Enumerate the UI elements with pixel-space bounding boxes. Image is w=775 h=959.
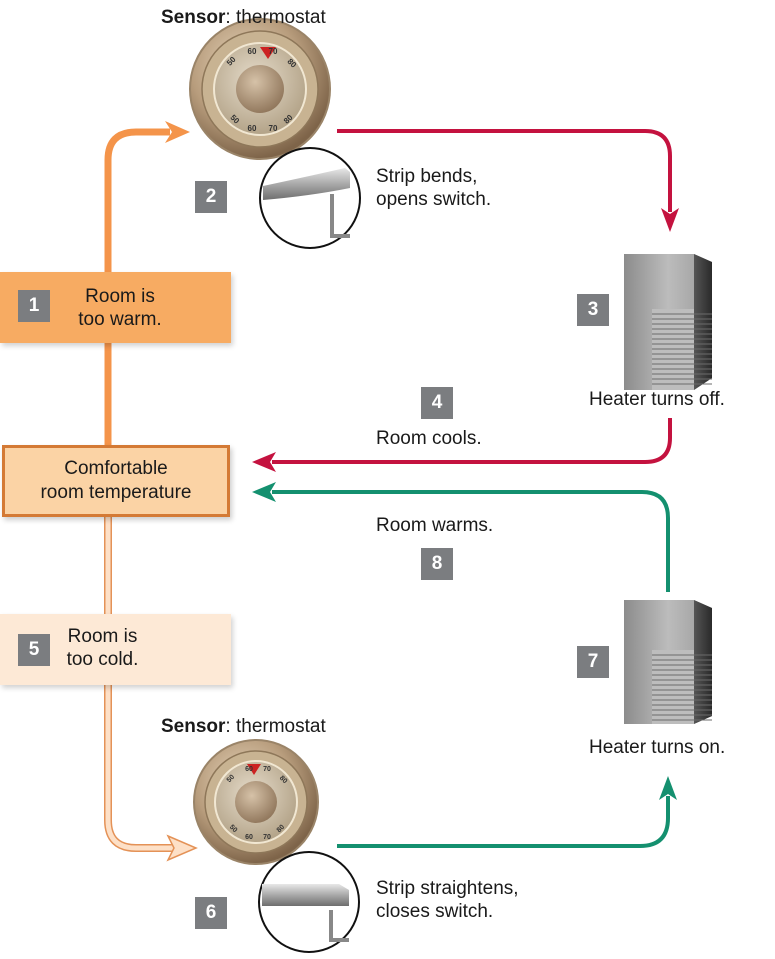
- step-5-line2: too cold.: [66, 649, 139, 670]
- step-4-text: Room cools.: [376, 428, 482, 449]
- dial-tick-bottom-1: 50: [226, 774, 237, 785]
- step-8-badge: 8: [421, 548, 453, 580]
- heater-off-icon: [624, 254, 712, 390]
- thermostat-top-icon: 50 60 70 80 50 60 70 80: [189, 18, 331, 160]
- dial-tick-bottom-3: 70: [263, 766, 271, 773]
- heater-off-path: [252, 129, 679, 472]
- cold-arrow: [104, 517, 198, 862]
- step-6-line1: Strip straightens,: [376, 878, 519, 899]
- sensor-top-label-rest: : thermostat: [225, 7, 326, 28]
- dial-tick-top-2: 60: [248, 47, 257, 56]
- dial-tick-top-3: 70: [269, 47, 278, 56]
- step-5-text: Room is too cold.: [60, 625, 145, 671]
- sensor-top-title: Sensor: thermostat: [161, 7, 326, 29]
- bimetal-strip-straight-icon: [258, 851, 360, 953]
- step-2-line2: opens switch.: [376, 189, 492, 210]
- step-3-text: Heater turns off.: [589, 389, 725, 410]
- heater-on-path: [252, 482, 677, 848]
- step-6-text: Strip straightens, closes switch.: [376, 877, 519, 923]
- warm-arrow: [104, 121, 190, 445]
- step-1-text: Room is too warm.: [60, 285, 180, 331]
- dial-tick-bottom-4: 80: [278, 775, 289, 786]
- step-3-badge: 3: [577, 294, 609, 326]
- dial-tick-bottom-7: 70: [263, 834, 271, 841]
- step-7-text: Heater turns on.: [589, 737, 726, 758]
- comfort-line2: room temperature: [40, 482, 192, 503]
- sensor-bottom-label-rest: : thermostat: [225, 716, 326, 737]
- sensor-bottom-title: Sensor: thermostat: [161, 716, 326, 738]
- comfort-line1: Comfortable: [64, 458, 168, 479]
- step-1-line2: too warm.: [78, 309, 162, 330]
- dial-tick-top-7: 70: [269, 124, 278, 133]
- thermostat-bottom-icon: 50 60 70 80 50 60 70 80: [193, 739, 319, 865]
- step-5-line1: Room is: [67, 626, 138, 647]
- dial-tick-bottom-2: 60: [245, 766, 253, 773]
- step-5-box: 5 Room is too cold.: [0, 614, 231, 685]
- comfortable-temperature-box: Comfortable room temperature: [2, 445, 230, 517]
- step-2-line1: Strip bends,: [376, 166, 478, 187]
- step-2-badge: 2: [195, 181, 227, 213]
- step-1-badge: 1: [18, 290, 50, 322]
- step-1-box: 1 Room is too warm.: [0, 272, 231, 343]
- step-8-text: Room warms.: [376, 515, 494, 536]
- step-5-badge: 5: [18, 634, 50, 666]
- step-6-line2: closes switch.: [376, 901, 494, 922]
- step-1-line1: Room is: [85, 286, 155, 307]
- bimetal-strip-bent-icon: [259, 147, 361, 249]
- step-4-badge: 4: [421, 387, 453, 419]
- heater-on-icon: [624, 600, 712, 724]
- dial-tick-bottom-8: 80: [276, 824, 287, 835]
- step-7-badge: 7: [577, 646, 609, 678]
- dial-tick-bottom-5: 50: [228, 824, 239, 835]
- step-6-badge: 6: [195, 897, 227, 929]
- sensor-top-label-bold: Sensor: [161, 7, 226, 28]
- step-2-text: Strip bends, opens switch.: [376, 165, 491, 211]
- dial-tick-bottom-6: 60: [245, 834, 253, 841]
- sensor-bottom-label-bold: Sensor: [161, 716, 226, 737]
- dial-tick-top-6: 60: [248, 124, 257, 133]
